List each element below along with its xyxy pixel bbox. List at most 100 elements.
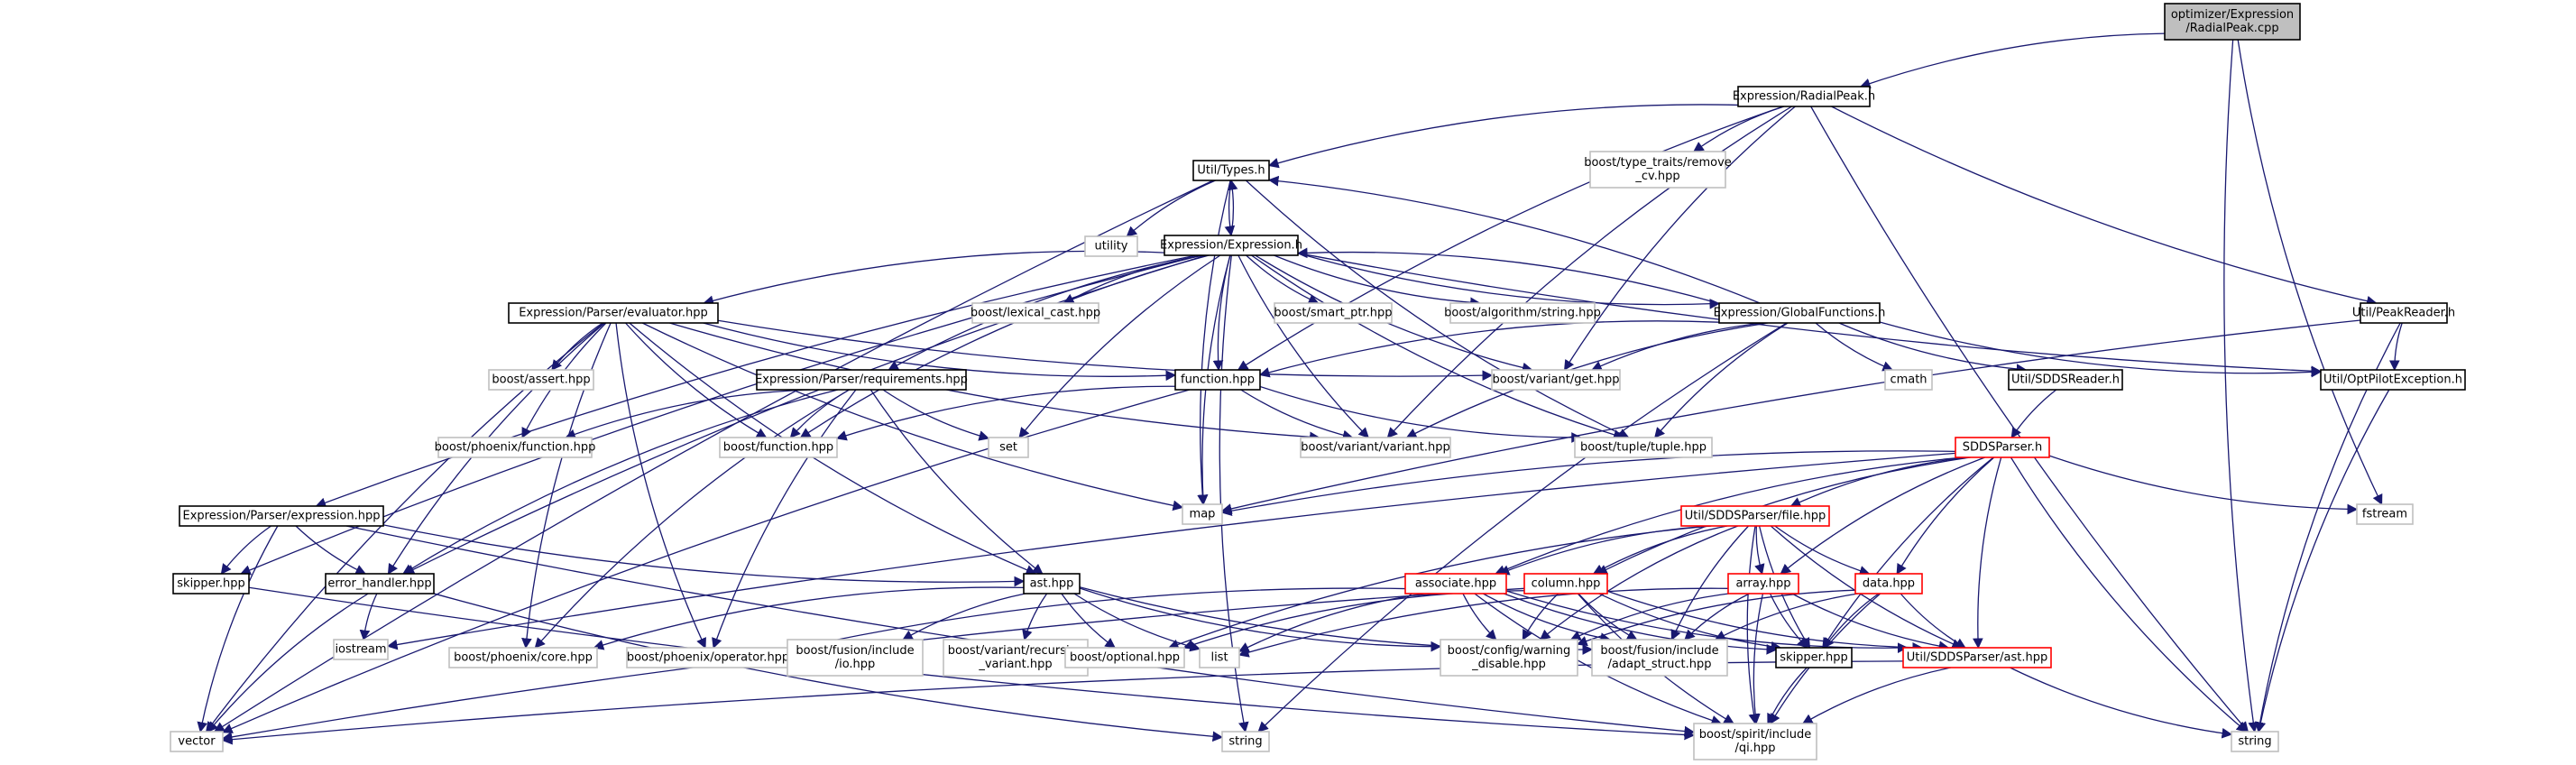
node-skipper_hpp_right[interactable]: skipper.hpp [1775, 647, 1853, 668]
edge-evaluator_hpp-to-variant_hpp [669, 322, 1320, 443]
node-function_hpp_local[interactable]: function.hpp [1174, 369, 1261, 391]
node-label-lexical_cast_hpp-0: boost/lexical_cast.hpp [971, 307, 1100, 320]
node-label-tuple_hpp-0: boost/tuple/tuple.hpp [1580, 441, 1707, 455]
node-sddsreader_h[interactable]: Util/SDDSReader.h [2008, 369, 2123, 391]
node-box-vector [170, 731, 224, 752]
node-sddsparserfile_hpp[interactable]: Util/SDDSParser/file.hpp [1680, 505, 1830, 527]
node-skipper_hpp_left[interactable]: skipper.hpp [172, 573, 250, 594]
node-error_handler_hpp[interactable]: error_handler.hpp [325, 573, 435, 594]
edge-ast_hpp-to-warning_disable_hpp [1079, 587, 1442, 652]
node-expression_h[interactable]: Expression/Expression.h [1160, 235, 1302, 256]
edge-expression_hpp-to-error_handler_hpp [295, 525, 367, 575]
node-box-function_hpp_local [1174, 369, 1261, 391]
node-label-fstream-0: fstream [2362, 508, 2407, 521]
node-label-recursive_variant_hpp-1: _variant.hpp [978, 658, 1052, 671]
node-box-sddsparser_ast_hpp [1902, 647, 2052, 668]
node-label-variant_get_hpp-0: boost/variant/get.hpp [1493, 373, 1620, 387]
node-box-spirit_qi_hpp [1693, 723, 1817, 760]
edge-util_types_h-to-utility [1126, 180, 1216, 237]
node-optional_hpp: boost/optional.hpp [1064, 647, 1185, 668]
node-box-phoenix_function_hpp [437, 437, 593, 458]
edge-sddsparser_ast_hpp-to-string_right [2010, 667, 2233, 739]
node-sddsparser_h[interactable]: SDDSParser.h [1955, 437, 2050, 458]
node-remove_cv_hpp: boost/type_traits/remove_cv.hpp [1584, 151, 1732, 189]
node-label-phoenix_core_hpp-0: boost/phoenix/core.hpp [454, 651, 593, 665]
node-phoenix_core_hpp: boost/phoenix/core.hpp [448, 647, 598, 668]
node-label-map-0: map [1190, 508, 1216, 521]
node-ast_hpp[interactable]: ast.hpp [1023, 573, 1081, 594]
edge-globalfunctions_h-to-tuple_hpp [1654, 322, 1789, 438]
edge-array_hpp-to-adapt_struct_hpp [1684, 593, 1750, 641]
node-map: map [1182, 503, 1223, 525]
edge-expression_h-to-util_types_h [1227, 179, 1238, 236]
node-label-radialpeak_h-0: Expression/RadialPeak.h [1733, 90, 1875, 104]
edge-data_hpp-to-sddsparser_ast_hpp [1900, 593, 1966, 649]
edge-globalfunctions_h-to-cmath [1815, 322, 1894, 372]
edge-requirements_hpp-to-error_handler_hpp [401, 389, 839, 575]
node-box-algorithm_string_hpp [1449, 302, 1596, 324]
edge-skipper_hpp_left-to-spirit_qi_hpp [248, 586, 1696, 741]
node-box-phoenix_core_hpp [448, 647, 598, 668]
edge-requirements_hpp-to-ast_hpp [869, 389, 1044, 575]
node-adapt_struct_hpp: boost/fusion/include/adapt_struct.hpp [1591, 639, 1728, 677]
node-box-optional_hpp [1064, 647, 1185, 668]
node-data_hpp[interactable]: data.hpp [1854, 573, 1923, 594]
node-box-cmath [1884, 369, 1933, 391]
node-box-ast_hpp [1023, 573, 1081, 594]
node-spirit_qi_hpp: boost/spirit/include/qi.hpp [1693, 723, 1817, 760]
node-box-remove_cv_hpp [1589, 151, 1726, 189]
edge-requirements_hpp-to-set [882, 389, 990, 441]
edge-function_hpp_local-to-variant_hpp [1240, 389, 1354, 441]
node-expression_hpp[interactable]: Expression/Parser/expression.hpp [179, 505, 384, 527]
node-assert_hpp: boost/assert.hpp [488, 369, 594, 391]
node-evaluator_hpp[interactable]: Expression/Parser/evaluator.hpp [508, 302, 719, 324]
node-globalfunctions_h[interactable]: Expression/GlobalFunctions.h [1714, 302, 1886, 324]
node-label-util_types_h-0: Util/Types.h [1197, 164, 1265, 178]
node-box-error_handler_hpp [325, 573, 435, 594]
node-label-iostream-0: iostream [335, 643, 386, 657]
node-box-set [988, 437, 1029, 458]
node-optpilotexception_h[interactable]: Util/OptPilotException.h [2320, 369, 2466, 391]
node-label-requirements_hpp-0: Expression/Parser/requirements.hpp [755, 373, 968, 387]
edge-globalfunctions_h-to-sddsreader_h [1838, 322, 2028, 374]
edge-sddsparser_h-to-associate_hpp [1495, 456, 1963, 576]
edge-expression_h-to-optpilotexception_h [1297, 252, 2323, 377]
node-label-variant_hpp-0: boost/variant/variant.hpp [1301, 441, 1450, 455]
node-radialpeak_h[interactable]: Expression/RadialPeak.h [1733, 86, 1875, 107]
edge-data_hpp-to-adapt_struct_hpp [1714, 593, 1859, 641]
edge-sddsparserfile_hpp-to-data_hpp [1774, 525, 1871, 576]
node-peakreader_h[interactable]: Util/PeakReader.h [2352, 302, 2455, 324]
edge-evaluator_hpp-to-assert_hpp [551, 322, 603, 371]
edge-sddsreader_h-to-sddsparser_h [2010, 389, 2057, 438]
edge-expression_hpp-to-vector [197, 525, 279, 733]
node-label-algorithm_string_hpp-0: boost/algorithm/string.hpp [1444, 307, 1601, 320]
node-associate_hpp[interactable]: associate.hpp [1404, 573, 1507, 594]
node-label-error_handler_hpp-0: error_handler.hpp [327, 577, 431, 591]
node-label-peakreader_h-0: Util/PeakReader.h [2352, 307, 2455, 320]
edge-radialpeak_h-to-string_right [1810, 106, 2249, 733]
node-box-sddsreader_h [2008, 369, 2123, 391]
node-label-function_hpp_local-0: function.hpp [1181, 373, 1255, 387]
node-radialpeak_cpp[interactable]: optimizer/Expression/RadialPeak.cpp [2164, 3, 2301, 41]
edge-expression_hpp-to-skipper_hpp_left [220, 525, 271, 575]
dependency-nodes: optimizer/Expression/RadialPeak.cppExpre… [170, 3, 2466, 760]
edge-evaluator_hpp-to-ast_hpp [629, 322, 1037, 576]
node-sddsparser_ast_hpp[interactable]: Util/SDDSParser/ast.hpp [1902, 647, 2052, 668]
node-label-smart_ptr_hpp-0: boost/smart_ptr.hpp [1274, 307, 1392, 320]
node-label-ast_hpp-0: ast.hpp [1030, 577, 1074, 591]
node-label-sddsreader_h-0: Util/SDDSReader.h [2011, 373, 2120, 387]
node-label-assert_hpp-0: boost/assert.hpp [492, 373, 590, 387]
node-util_types_h[interactable]: Util/Types.h [1192, 160, 1270, 181]
node-requirements_hpp[interactable]: Expression/Parser/requirements.hpp [755, 369, 968, 391]
node-label-skipper_hpp_right-0: skipper.hpp [1780, 651, 1847, 665]
node-label-warning_disable_hpp-1: _disable.hpp [1471, 658, 1546, 671]
node-box-array_hpp [1727, 573, 1799, 594]
node-label-remove_cv_hpp-1: _cv.hpp [1634, 170, 1679, 183]
edge-sddsparserfile_hpp-to-sddsparser_ast_hpp [1770, 525, 1963, 650]
edge-globalfunctions_h-to-expression_h [1296, 247, 1720, 305]
edge-evaluator_hpp-to-phoenix_core_hpp [521, 322, 612, 650]
node-column_hpp[interactable]: column.hpp [1523, 573, 1608, 594]
node-box-requirements_hpp [756, 369, 967, 391]
node-array_hpp[interactable]: array.hpp [1727, 573, 1799, 594]
node-box-map [1182, 503, 1223, 525]
